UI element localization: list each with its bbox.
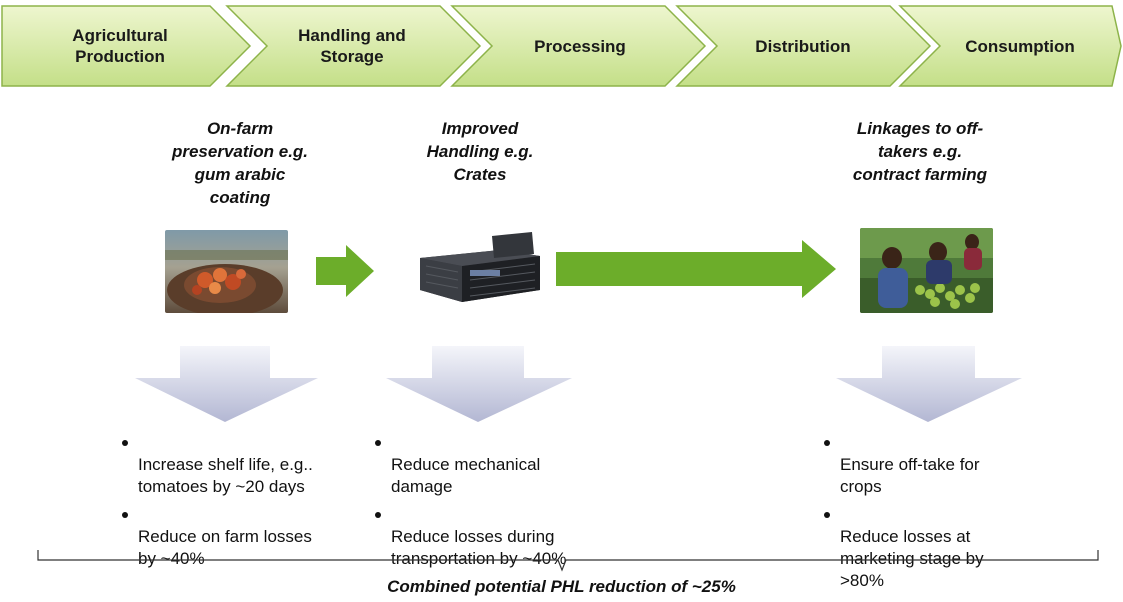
intervention-linkages-offtakers: Linkages to off- takers e.g. contract fa… <box>852 119 988 184</box>
crate-photo <box>410 230 545 305</box>
stage-label-consumption: Consumption <box>965 36 1075 56</box>
bullet-dot <box>375 440 381 446</box>
chevron-consumption <box>898 5 1122 87</box>
farmers-photo <box>860 228 993 313</box>
bullet-dot <box>375 512 381 518</box>
chevron-handling-storage <box>225 5 482 87</box>
benefit-list-2: Reduce mechanical damage Reduce losses d… <box>373 432 613 576</box>
stage-label-agricultural-production: Agricultural Production <box>72 26 168 66</box>
chevron-processing <box>450 5 707 87</box>
list-item: Reduce losses at marketing stage by >80% <box>822 504 1062 592</box>
stage-label-distribution: Distribution <box>755 36 851 56</box>
list-item: Reduce on farm losses by ~40% <box>120 504 360 570</box>
bullet-dot <box>824 440 830 446</box>
stage-label-processing: Processing <box>534 36 626 56</box>
arrow-right-short-icon <box>316 245 374 297</box>
chevron-agricultural-production <box>1 5 252 87</box>
stage-label-handling-storage: Handling and Storage <box>298 26 406 66</box>
bullet-dot <box>824 512 830 518</box>
chevron-distribution <box>675 5 932 87</box>
bullet-dot <box>122 512 128 518</box>
summary-text: Combined potential PHL reduction of ~25% <box>387 577 736 596</box>
arrow-right-long-icon <box>556 240 836 298</box>
benefit-list-1: Increase shelf life, e.g.. tomatoes by ~… <box>120 432 360 576</box>
down-arrows <box>135 346 1022 422</box>
list-item: Ensure off-take for crops <box>822 432 1062 498</box>
intervention-improved-handling: Improved Handling e.g. Crates <box>426 119 534 184</box>
summary-brace <box>37 550 1099 572</box>
list-item: Reduce mechanical damage <box>373 432 613 498</box>
intervention-on-farm-preservation: On-farm preservation e.g. gum arabic coa… <box>171 119 309 207</box>
process-chevrons <box>1 5 1122 87</box>
down-arrow-icon-1 <box>135 346 318 422</box>
bullet-dot <box>122 440 128 446</box>
list-item: Reduce losses during transportation by ~… <box>373 504 613 570</box>
list-item: Increase shelf life, e.g.. tomatoes by ~… <box>120 432 360 498</box>
down-arrow-icon-3 <box>836 346 1022 422</box>
gum-arabic-photo <box>165 230 288 313</box>
benefit-list-3: Ensure off-take for crops Reduce losses … <box>822 432 1062 598</box>
down-arrow-icon-2 <box>386 346 572 422</box>
